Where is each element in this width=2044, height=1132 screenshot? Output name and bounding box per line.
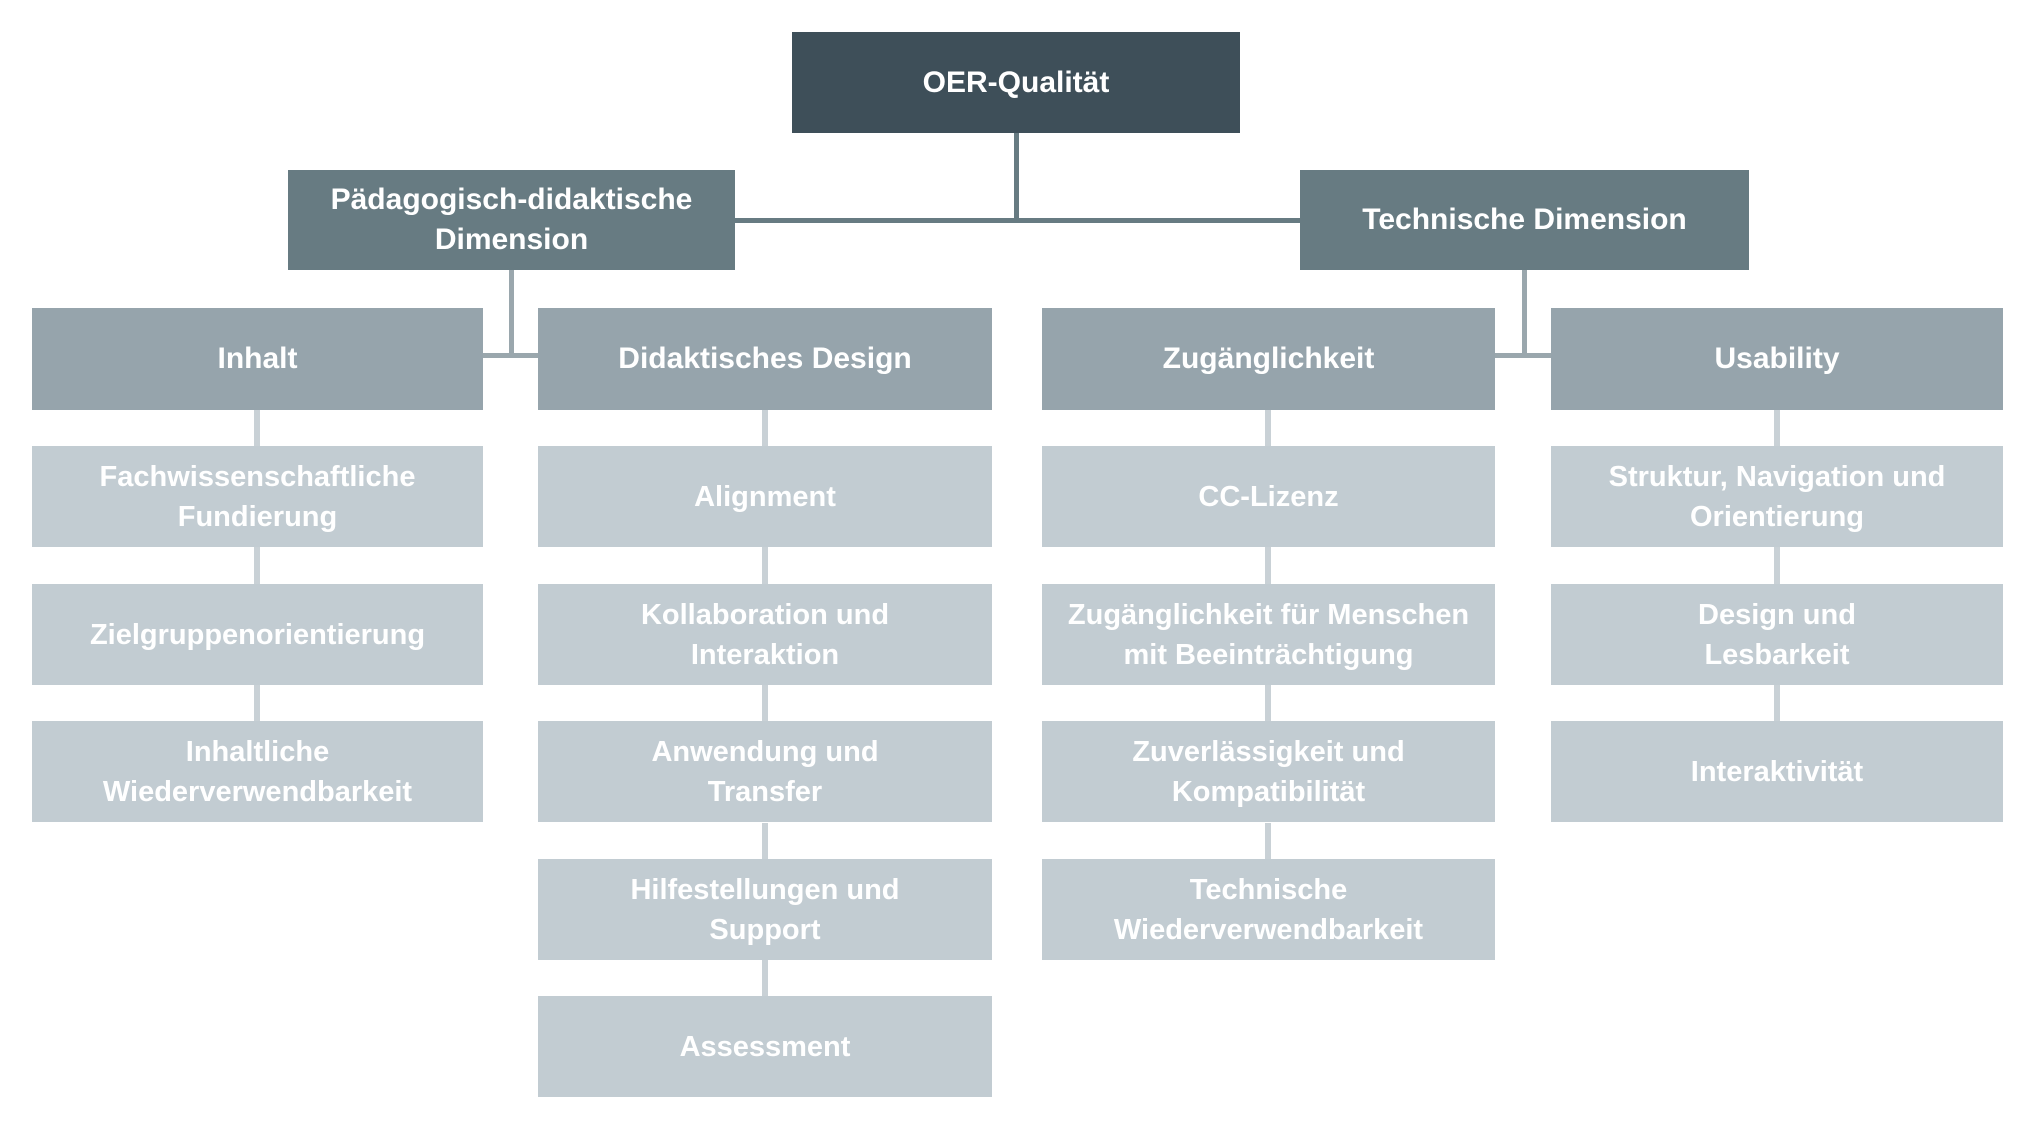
connector-didaktisch-1 <box>762 410 768 446</box>
connector-didaktisch-3 <box>762 685 768 721</box>
item-box-kollaboration-interaktion: Kollaboration und Interaktion <box>538 584 992 685</box>
item-box-inhaltliche-wiederverwendbarkeit: Inhaltliche Wiederverwendbarkeit <box>32 721 483 822</box>
item-box-anwendung-transfer: Anwendung und Transfer <box>538 721 992 822</box>
item-box-hilfestellungen-support: Hilfestellungen und Support <box>538 859 992 960</box>
dimension-box-technisch: Technische Dimension <box>1300 170 1749 270</box>
connector-inhalt-3 <box>254 685 260 721</box>
connector-didaktisch-2 <box>762 547 768 584</box>
item-box-zugaenglichkeit-menschen-beeintraechtigung: Zugänglichkeit für Menschen mit Beeinträ… <box>1042 584 1495 685</box>
category-header-zugaenglichkeit: Zugänglichkeit <box>1042 308 1495 410</box>
connector-paedagogisch-horizontal <box>483 353 538 358</box>
item-box-assessment: Assessment <box>538 996 992 1097</box>
connector-inhalt-1 <box>254 410 260 446</box>
root-box-oer-qualitaet: OER-Qualität <box>792 32 1240 133</box>
item-box-zuverlaessigkeit-kompatibilitaet: Zuverlässigkeit und Kompatibilität <box>1042 721 1495 822</box>
item-box-alignment: Alignment <box>538 446 992 547</box>
connector-usability-3 <box>1774 685 1780 721</box>
connector-zugaenglichkeit-3 <box>1265 685 1271 721</box>
connector-usability-1 <box>1774 410 1780 446</box>
dimension-box-paedagogisch-didaktisch: Pädagogisch-didaktische Dimension <box>288 170 735 270</box>
item-box-cc-lizenz: CC-Lizenz <box>1042 446 1495 547</box>
item-box-fachwissenschaftliche-fundierung: Fachwissenschaftliche Fundierung <box>32 446 483 547</box>
item-box-interaktivitaet: Interaktivität <box>1551 721 2003 822</box>
connector-didaktisch-5 <box>762 960 768 996</box>
item-box-struktur-navigation-orientierung: Struktur, Navigation und Orientierung <box>1551 446 2003 547</box>
category-header-inhalt: Inhalt <box>32 308 483 410</box>
item-box-zielgruppenorientierung: Zielgruppenorientierung <box>32 584 483 685</box>
item-box-technische-wiederverwendbarkeit: Technische Wiederverwendbarkeit <box>1042 859 1495 960</box>
connector-technisch-vertical <box>1522 270 1527 358</box>
category-header-didaktisches-design: Didaktisches Design <box>538 308 992 410</box>
connector-zugaenglichkeit-2 <box>1265 547 1271 584</box>
connector-paedagogisch-vertical <box>509 270 514 358</box>
connector-inhalt-2 <box>254 547 260 584</box>
connector-root-vertical <box>1014 133 1019 223</box>
category-header-usability: Usability <box>1551 308 2003 410</box>
connector-root-horizontal <box>735 218 1300 223</box>
connector-usability-2 <box>1774 547 1780 584</box>
connector-zugaenglichkeit-4 <box>1265 823 1271 859</box>
connector-didaktisch-4 <box>762 823 768 859</box>
connector-technisch-horizontal <box>1495 353 1552 358</box>
item-box-design-lesbarkeit: Design und Lesbarkeit <box>1551 584 2003 685</box>
connector-zugaenglichkeit-1 <box>1265 410 1271 446</box>
